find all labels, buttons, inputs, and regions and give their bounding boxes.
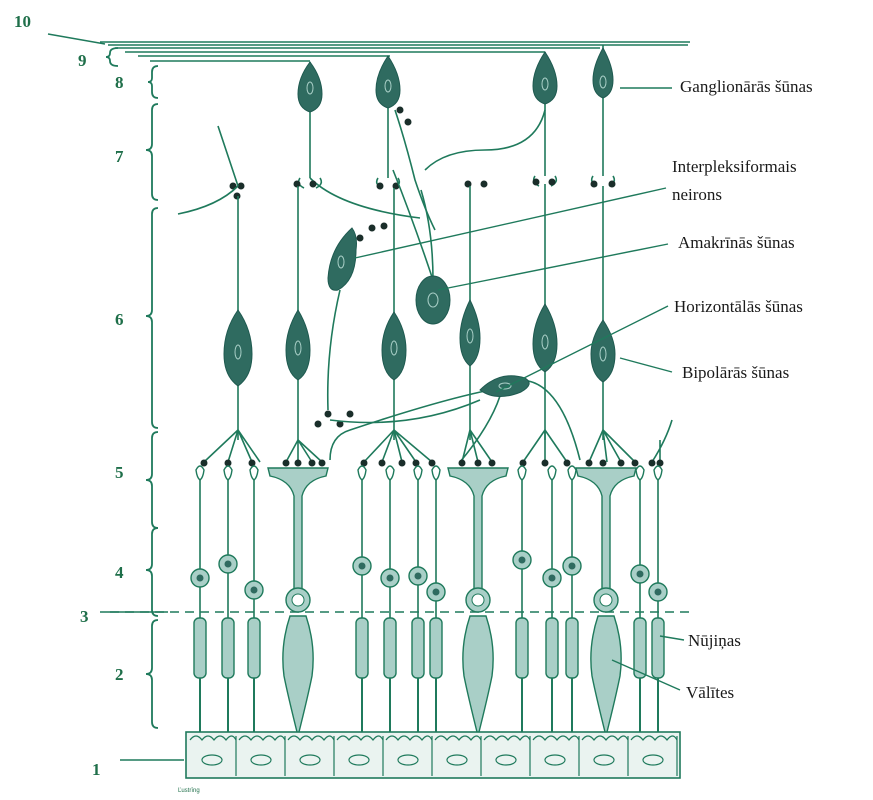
horizontal-cell <box>330 376 580 462</box>
rod-terminal <box>518 466 526 480</box>
layer-number-6: 6 <box>115 310 124 329</box>
rod-terminal <box>568 466 576 480</box>
amacrine-cell-2 <box>416 276 450 324</box>
rod-inner-segment <box>430 618 442 678</box>
layer-numbers: 10 9 8 7 6 5 4 3 2 1 <box>14 12 124 779</box>
ganglion-cells <box>298 45 614 230</box>
rod-nucleolus <box>655 589 662 596</box>
label-amacrine-cells: Amakrīnās šūnas <box>678 233 795 252</box>
rod-terminal <box>386 466 394 480</box>
layer-brackets <box>106 48 158 728</box>
number-pointers <box>48 34 184 760</box>
rod-inner-segment <box>634 618 646 678</box>
rod-nucleolus <box>359 563 366 570</box>
cone-inner-segment <box>283 616 313 736</box>
rod-inner-segment <box>652 618 664 678</box>
cone-inner-segment <box>463 616 493 736</box>
rod-inner-segment <box>566 618 578 678</box>
rod-inner-segment <box>384 618 396 678</box>
rod-terminal <box>432 466 440 480</box>
amacrine-cells <box>328 170 480 423</box>
rod-inner-segment <box>546 618 558 678</box>
cone-pedicle <box>576 468 636 592</box>
rod-terminal <box>250 466 258 480</box>
rod-inner-segment <box>412 618 424 678</box>
rod-nucleolus <box>197 575 204 582</box>
pigment-epithelium <box>186 732 680 778</box>
layer-number-2: 2 <box>115 665 124 684</box>
rod-nucleolus <box>415 573 422 580</box>
label-horizontal-cells: Horizontālās šūnas <box>674 297 803 316</box>
rod-nucleolus <box>549 575 556 582</box>
layer-number-4: 4 <box>115 563 124 582</box>
rod-inner-segment <box>248 618 260 678</box>
synapse-dots <box>230 107 616 428</box>
cone-pedicle <box>268 468 328 592</box>
rod-nucleolus <box>251 587 258 594</box>
layer-number-9: 9 <box>78 51 87 70</box>
rod-terminal <box>224 466 232 480</box>
amacrine-cell-1 <box>328 228 357 290</box>
layer-number-7: 7 <box>115 147 124 166</box>
rod-terminal <box>414 466 422 480</box>
label-bipolar-cells: Bipolārās šūnas <box>682 363 789 382</box>
rod-nucleolus <box>519 557 526 564</box>
layer-number-10: 10 <box>14 12 31 31</box>
rod-terminal <box>654 466 662 480</box>
rod-nucleolus <box>387 575 394 582</box>
bottom-caption: Ľustrīng <box>178 788 200 794</box>
rod-nucleolus <box>225 561 232 568</box>
label-interplexiform-1: Interpleksiformais <box>672 157 797 176</box>
cone-inner-segment <box>591 616 621 736</box>
terminal-dots <box>201 460 664 467</box>
cone-pedicle <box>448 468 508 592</box>
cone-nucleolus <box>600 594 612 606</box>
layer-number-3: 3 <box>80 607 89 626</box>
layer-number-8: 8 <box>115 73 124 92</box>
rod-terminal <box>196 466 204 480</box>
rod-nucleolus <box>433 589 440 596</box>
rod-terminal <box>636 466 644 480</box>
cone-nucleolus <box>292 594 304 606</box>
rod-inner-segment <box>516 618 528 678</box>
label-cones: Nūjiņas <box>688 631 741 650</box>
photoreceptors <box>191 466 667 738</box>
cone-nucleolus <box>472 594 484 606</box>
rod-inner-segment <box>194 618 206 678</box>
rod-terminal <box>358 466 366 480</box>
layer-number-1: 1 <box>92 760 101 779</box>
labels: Ganglionārās šūnas Interpleksiformais ne… <box>178 77 813 794</box>
rod-inner-segment <box>222 618 234 678</box>
label-rods: Vālītes <box>686 683 734 702</box>
layer-number-5: 5 <box>115 463 124 482</box>
label-interplexiform-2: neirons <box>672 185 722 204</box>
rod-inner-segment <box>356 618 368 678</box>
rod-nucleolus <box>637 571 644 578</box>
rod-nucleolus <box>569 563 576 570</box>
label-ganglion-cells: Ganglionārās šūnas <box>680 77 813 96</box>
rod-terminal <box>548 466 556 480</box>
